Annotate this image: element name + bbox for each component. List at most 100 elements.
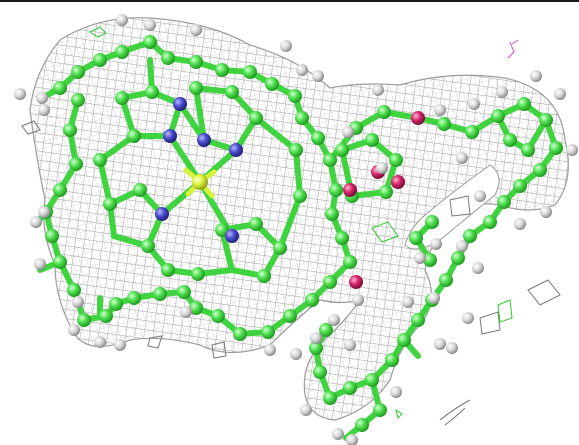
carbon-atom — [425, 215, 439, 229]
carbon-atom — [71, 65, 85, 79]
hydrogen-atom — [72, 296, 84, 308]
stray-blob — [479, 311, 501, 335]
carbon-atom — [313, 365, 327, 379]
hydrogen-atom — [402, 296, 414, 308]
carbon-atom — [189, 55, 203, 69]
hydrogen-atom — [116, 14, 128, 26]
bond-link — [177, 101, 207, 143]
hydrogen-atom — [310, 332, 322, 344]
hydrogen-atom — [332, 428, 344, 440]
hydrogen-atom — [472, 262, 484, 274]
carbon-atom — [99, 309, 113, 323]
stray-blob — [21, 120, 41, 135]
hydrogen-atom — [456, 240, 468, 252]
oxygen-atom — [391, 175, 405, 189]
carbon-atom — [288, 89, 302, 103]
hydrogen-atom — [344, 339, 356, 351]
carbon-atom — [549, 141, 563, 155]
stray-blob — [497, 299, 513, 323]
carbon-atom — [45, 229, 59, 243]
hydrogen-atom — [68, 324, 80, 336]
nitrogen-atom — [163, 129, 177, 143]
carbon-atom — [437, 117, 451, 131]
hydrogen-atom — [352, 294, 364, 306]
carbon-atom — [273, 241, 287, 255]
hydrogen-atom — [496, 86, 508, 98]
carbon-atom — [411, 313, 425, 327]
stray-blob — [507, 39, 519, 59]
carbon-atom — [323, 391, 337, 405]
carbon-atom — [53, 81, 67, 95]
hydrogen-atom — [180, 306, 192, 318]
bond-chain — [495, 113, 549, 155]
carbon-atom — [115, 91, 129, 105]
nitrogen-atom — [173, 97, 187, 111]
hydrogen-atom — [94, 336, 106, 348]
carbon-atom — [385, 353, 399, 367]
carbon-atom — [67, 283, 81, 297]
mesh-region-overlay — [30, 17, 569, 421]
hydrogen-atom — [540, 206, 552, 218]
nitrogen-atom — [197, 133, 211, 147]
carbon-atom — [409, 231, 423, 245]
stray-blob — [211, 341, 227, 359]
carbon-atom — [379, 185, 393, 199]
hydrogen-atom — [434, 104, 446, 116]
stray-blob — [449, 195, 471, 217]
hydrogen-atom — [566, 144, 578, 156]
carbon-atom — [377, 105, 391, 119]
carbon-atom — [211, 309, 225, 323]
hydrogen-atom — [36, 92, 48, 104]
nitrogen-atom — [155, 207, 169, 221]
carbon-atom — [189, 301, 203, 315]
hydrogen-atom — [14, 88, 26, 100]
carbon-atom — [71, 93, 85, 107]
carbon-atom — [439, 273, 453, 287]
carbon-atom — [257, 269, 271, 283]
carbon-atom — [295, 111, 309, 125]
carbon-atom — [233, 327, 247, 341]
stray-blob — [439, 399, 471, 426]
carbon-atom — [517, 97, 531, 111]
oxygen-atom — [343, 183, 357, 197]
carbon-atom — [109, 297, 123, 311]
carbon-atom — [189, 81, 203, 95]
carbon-atom — [319, 323, 333, 337]
stray-density-blobs — [21, 26, 561, 426]
hydrogen-atom — [376, 162, 388, 174]
carbon-atom — [191, 267, 205, 281]
viewer-top-border — [0, 0, 579, 2]
carbon-atom — [289, 143, 303, 157]
carbon-atom — [93, 153, 107, 167]
carbon-atom — [177, 285, 191, 299]
carbon-atom — [141, 239, 155, 253]
hydrogen-atom — [144, 19, 156, 31]
carbon-atom — [225, 85, 239, 99]
hydrogen-atom — [554, 88, 566, 100]
carbon-atom — [161, 263, 175, 277]
carbon-atom — [335, 143, 349, 157]
hydrogen-atom — [30, 216, 42, 228]
hydrogen-atom — [474, 190, 486, 202]
hydrogen-atom — [414, 252, 426, 264]
stray-blob — [88, 26, 107, 38]
carbon-atom — [143, 35, 157, 49]
hydrogen-atom — [38, 206, 50, 218]
carbon-atom — [93, 53, 107, 67]
carbon-atom — [389, 153, 403, 167]
nitrogen-atom — [225, 229, 239, 243]
hydrogen-atom — [428, 292, 440, 304]
carbon-atom — [305, 293, 319, 307]
hydrogen-atom — [346, 434, 358, 445]
carbon-atom — [497, 195, 511, 209]
carbon-atom — [365, 133, 379, 147]
hydrogen-atom — [312, 70, 324, 82]
carbon-atom — [77, 313, 91, 327]
hydrogen-atom — [328, 314, 340, 326]
stray-blob — [395, 408, 403, 419]
hydrogen-atom — [462, 312, 474, 324]
carbon-atom — [265, 77, 279, 91]
hydrogen-atom — [296, 64, 308, 76]
